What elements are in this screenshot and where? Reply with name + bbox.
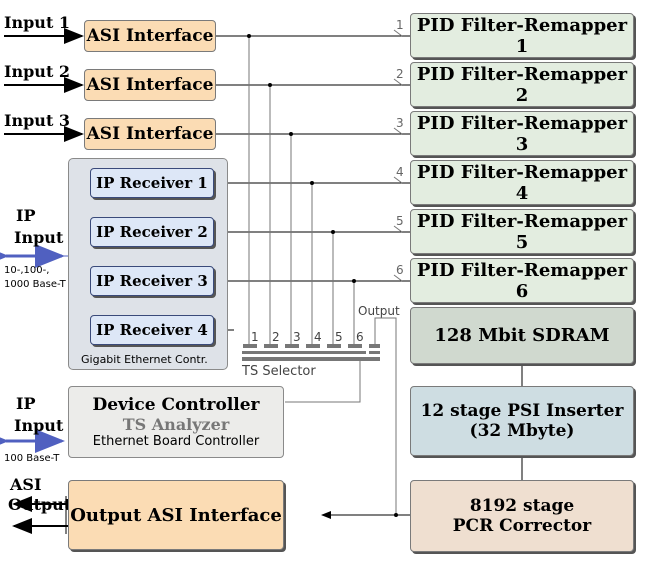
ip-input-bottom-speed: 100 Base-T [4,453,60,464]
ip-input-bottom-line2: Input [14,416,64,435]
sdram-block: 128 Mbit SDRAM [410,307,634,364]
ts-port-4: 4 [314,330,322,344]
pid-filter-6: PID Filter-Remapper 6 [410,258,634,303]
pcr-corrector-line2: PCR Corrector [452,516,592,536]
ts-port-3: 3 [293,330,301,344]
ip-receiver-3: IP Receiver 3 [90,266,214,296]
ip-input-top-line1: IP [16,206,36,225]
pid-filter-3: PID Filter-Remapper 3 [410,111,634,156]
channel-number-4: 4 [396,165,404,179]
asi-output-line2: Output [8,495,72,514]
pcr-corrector-block: 8192 stage PCR Corrector [410,480,634,552]
device-controller-subtitle: TS Analyzer [122,415,230,434]
ip-input-bottom-line1: IP [16,394,36,413]
channel-number-6: 6 [396,263,404,277]
pid-filter-5: PID Filter-Remapper 5 [410,209,634,254]
input-label-2: Input 2 [4,62,71,81]
channel-number-5: 5 [396,214,404,228]
psi-inserter-line2: (32 Mbyte) [469,421,575,441]
ts-port-1: 1 [251,330,259,344]
ip-input-top-line2: Input [14,228,64,247]
channel-number-2: 2 [396,67,404,81]
pid-filter-1: PID Filter-Remapper 1 [410,13,634,58]
device-controller-caption: Ethernet Board Controller [92,434,260,449]
ip-input-top-speed-2: 1000 Base-T [4,279,66,290]
input-label-1: Input 1 [4,13,71,32]
pcr-corrector-line1: 8192 stage [469,496,575,516]
psi-inserter-block: 12 stage PSI Inserter (32 Mbyte) [410,386,634,456]
pid-filter-2: PID Filter-Remapper 2 [410,62,634,107]
device-controller-block: Device Controller TS Analyzer Ethernet B… [68,386,284,458]
asi-output-line1: ASI [10,475,42,494]
gigabit-caption: Gigabit Ethernet Contr. [81,353,208,366]
ip-receiver-4: IP Receiver 4 [90,315,214,345]
ts-port-5: 5 [335,330,343,344]
psi-inserter-line1: 12 stage PSI Inserter [420,401,624,421]
output-asi-interface: Output ASI Interface [68,480,284,550]
ip-receiver-2: IP Receiver 2 [90,217,214,247]
channel-number-3: 3 [396,116,404,130]
channel-number-1: 1 [396,18,404,32]
pid-filter-4: PID Filter-Remapper 4 [410,160,634,205]
input-label-3: Input 3 [4,111,71,130]
asi-interface-3: ASI Interface [84,118,216,150]
asi-interface-1: ASI Interface [84,20,216,52]
ip-receiver-1: IP Receiver 1 [90,168,214,198]
ts-selector-label: TS Selector [242,364,316,379]
ts-port-6: 6 [356,330,364,344]
ts-output-label: Output [358,304,400,318]
ip-input-top-speed-1: 10-,100-, [4,265,50,276]
ts-port-2: 2 [272,330,280,344]
device-controller-title: Device Controller [92,395,260,415]
asi-interface-2: ASI Interface [84,69,216,101]
